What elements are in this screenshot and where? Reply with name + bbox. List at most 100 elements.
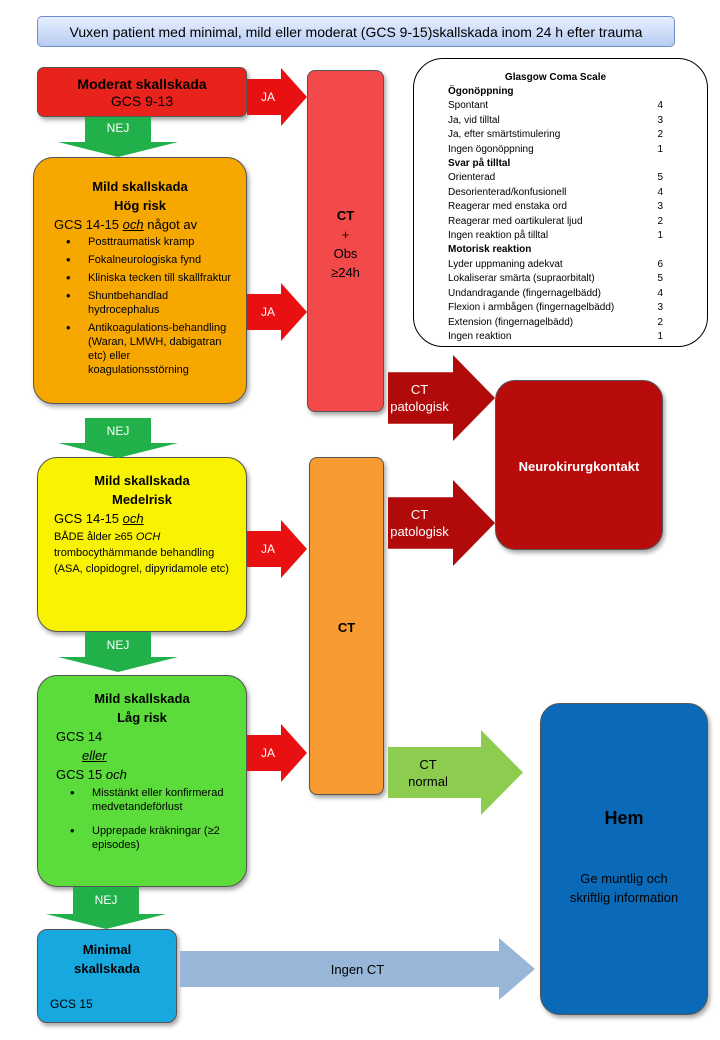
nej-arrow-1-text: NEJ [106,121,130,135]
ja-arrow-low-risk-text: JA [260,746,275,760]
gcs-row: Desorienterad/konfusionell 4 [448,186,663,200]
medium-risk-heading2: Medelrisk [112,492,172,507]
ct-pathological-arrow-2-text: CT [410,507,429,522]
gcs-row: Reagerar med oartikulerat ljud 2 [448,215,663,229]
nej-arrow-4-label: NEJ [46,892,166,908]
ct-pathological-arrow-2-label: CT patologisk [388,506,451,540]
gcs-row-score: 6 [657,258,663,270]
gcs-row-score: 5 [657,172,663,184]
nej-arrow-3-text: NEJ [106,638,130,652]
gcs-row-label: Desorienterad/konfusionell [448,186,567,198]
ja-arrow-high-risk: JA [247,283,307,341]
ct-normal-arrow-text: normal [408,773,448,789]
gcs-row: Extension (fingernagelbädd) 2 [448,316,663,330]
list-item: Posttraumatisk kramp [66,235,234,249]
gcs-row-label: Ja, efter smärtstimulering [448,129,561,141]
moderate-injury-box: Moderat skallskada GCS 9-13 [37,67,247,117]
list-item: Shuntbehandlad hydrocephalus [66,289,234,317]
gcs-row: Lokaliserar smärta (supraorbitalt)5 [448,272,663,286]
gcs-row-label: Ingen reaktion på tilltal [448,230,549,242]
low-risk-eller: eller [82,748,107,763]
medium-risk-heading1: Mild skallskada [94,473,190,488]
ct-pathological-arrow-2-text: patologisk [390,524,449,539]
gcs-section-heading: Motorisk reaktion [448,244,532,256]
gcs-row-score: 2 [657,316,663,328]
gcs-section-heading: Ögonöppning [448,86,514,97]
list-item: Fokalneurologiska fynd [66,253,234,267]
ja-arrow-medium-risk-label: JA [247,541,289,557]
low-risk-heading2: Låg risk [117,710,167,725]
gcs-row: Ja, vid tilltal 3 [448,114,663,128]
gcs-row: Ingen ögonöppning 1 [448,143,663,157]
neurosurgery-label: Neurokirurgkontakt [518,459,640,474]
home-title: Hem [604,808,644,828]
gcs-row-label: Lyder uppmaning adekvat [448,258,563,270]
gcs-row-label: Flexion i armbågen (fingernagelbädd) [448,302,615,314]
low-risk-heading1: Mild skallskada [94,691,190,706]
ja-arrow-medium-risk-text: JA [260,542,275,556]
minimal-heading1: Minimal [82,942,132,957]
ct-label: CT [337,620,356,635]
medium-risk-box: Mild skallskada Medelrisk GCS 14-15 och … [37,457,247,632]
moderate-gcs: GCS 9-13 [110,93,174,109]
gcs-row-score: 2 [657,215,663,227]
ja-arrow-moderate-text: JA [260,90,275,104]
gcs-row-label: Reagerar med enstaka ord [448,201,567,213]
high-risk-heading1: Mild skallskada [92,179,188,194]
ja-arrow-low-risk-label: JA [247,745,289,761]
ct-obs-line1: CT [336,208,355,223]
low-risk-gcs14: GCS 14 [56,729,103,744]
gcs-row: Ingen reaktion på tilltal 1 [448,229,663,243]
no-ct-arrow-label: Ingen CT [180,961,535,978]
ct-pathological-arrow-1-text: patologisk [390,399,449,414]
ja-arrow-medium-risk: JA [247,520,307,578]
gcs-row-label: Undandragande (fingernagelbädd) [448,287,601,299]
gcs-row-score: 3 [657,114,663,126]
gcs-row-label: Extension (fingernagelbädd) [448,316,574,328]
ct-box: CT [309,457,384,795]
low-risk-list: Misstänkt eller konfirmerad medvetandefö… [38,786,246,852]
gcs-row-score: 1 [657,143,663,155]
ct-normal-arrow-text: CT [419,756,437,772]
nej-arrow-2-label: NEJ [58,423,178,439]
gcs-row-label: Ja, vid tilltal [448,114,500,126]
gcs-row: Orienterad 5 [448,171,663,185]
gcs-row: Undandragande (fingernagelbädd)4 [448,287,663,301]
high-risk-box: Mild skallskada Hög risk GCS 14-15 och n… [33,157,247,404]
ja-arrow-moderate: JA [247,68,307,126]
nej-arrow-1-label: NEJ [58,120,178,136]
gcs-row-label: Ingen reaktion [448,330,512,342]
ja-arrow-moderate-label: JA [247,89,289,105]
gcs-row-score: 5 [657,273,663,285]
low-risk-box: Mild skallskada Låg risk GCS 14 eller GC… [37,675,247,887]
gcs-row-score: 4 [657,100,663,112]
gcs-section-heading: Svar på tilltal [448,158,511,170]
nej-arrow-1: NEJ [58,117,178,157]
high-risk-heading2: Hög risk [113,198,166,213]
gcs-row-label: Orienterad [448,172,496,184]
nej-arrow-4: NEJ [46,887,166,929]
gcs-row: Flexion i armbågen (fingernagelbädd) 3 [448,301,663,315]
gcs-row-label: Ingen ögonöppning [448,143,534,155]
gcs-row-score: 3 [657,302,663,314]
low-risk-gcs15: GCS 15 och [56,767,127,782]
minimal-gcs: GCS 15 [50,997,93,1011]
gcs-scale-title: Glasgow Coma Scale [504,72,607,83]
nej-arrow-3: NEJ [58,632,178,672]
gcs-row-score: 1 [657,230,663,242]
gcs-row-label: Reagerar med oartikulerat ljud [448,215,583,227]
home-text: Ge muntlig och skriftlig information [569,871,679,905]
no-ct-arrow-text: Ingen CT [330,961,385,977]
list-item: Antikoagulations-behandling (Waran, LMWH… [66,321,234,377]
gcs-row-score: 1 [657,330,663,342]
medium-risk-detail: BÅDE ålder ≥65 OCH trombocythämmande beh… [54,531,229,575]
gcs-row-score: 4 [657,186,663,198]
